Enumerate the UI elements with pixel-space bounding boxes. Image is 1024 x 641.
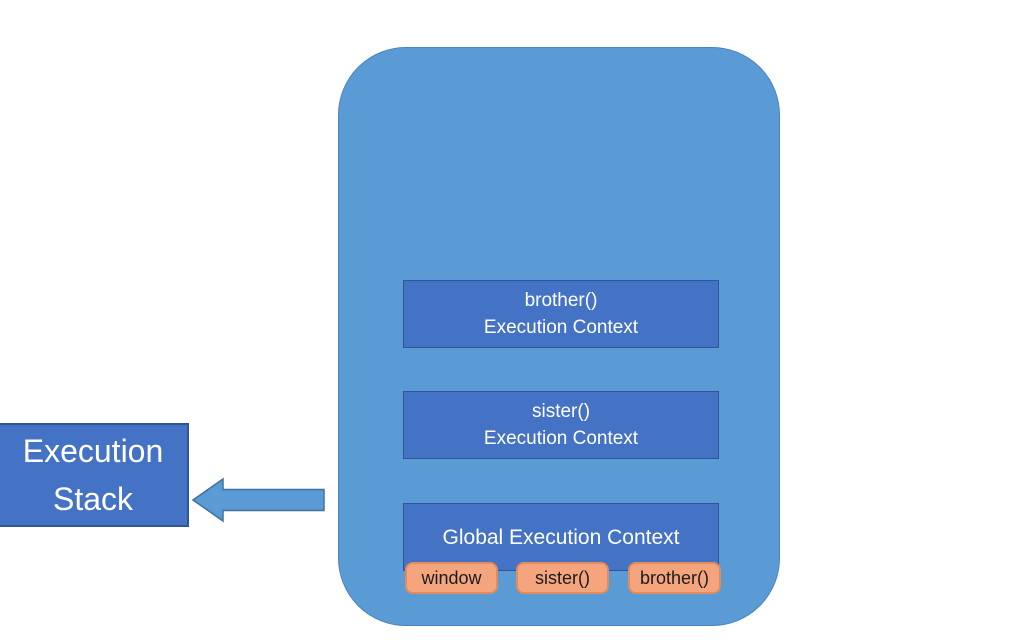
execution-stack-label: Execution Stack bbox=[0, 423, 189, 527]
left-arrow-shape bbox=[192, 477, 325, 523]
execution-stack-container: brother() Execution Context sister() Exe… bbox=[338, 47, 780, 626]
brother-context-name: brother() bbox=[524, 290, 598, 311]
left-arrow-icon bbox=[192, 477, 325, 523]
execution-stack-label-line1: Execution bbox=[22, 433, 164, 469]
sister-context-subtitle: Execution Context bbox=[483, 428, 639, 449]
sister-execution-context-box: sister() Execution Context bbox=[403, 391, 719, 459]
brother-context-subtitle: Execution Context bbox=[483, 317, 639, 338]
global-item-window: window bbox=[405, 562, 498, 594]
global-item-sister: sister() bbox=[516, 562, 609, 594]
execution-stack-label-line2: Stack bbox=[52, 481, 134, 517]
global-context-title: Global Execution Context bbox=[442, 525, 680, 549]
brother-execution-context-box: brother() Execution Context bbox=[403, 280, 719, 348]
sister-context-name: sister() bbox=[531, 401, 591, 422]
global-execution-context-box: Global Execution Context bbox=[403, 503, 719, 571]
global-item-brother: brother() bbox=[628, 562, 721, 594]
